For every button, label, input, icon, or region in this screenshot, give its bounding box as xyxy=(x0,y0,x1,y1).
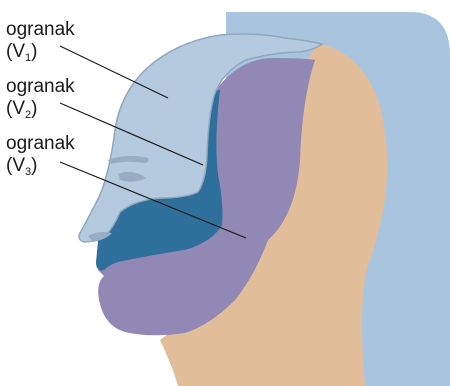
label-v1-name: ogranak xyxy=(6,19,75,41)
label-v1-subscript: 1 xyxy=(25,52,31,64)
label-v3-branch: (V3) xyxy=(6,155,75,183)
label-v3-name: ogranak xyxy=(6,133,75,155)
label-v3: ogranak (V3) xyxy=(6,133,75,183)
label-v2-subscript: 2 xyxy=(25,109,31,121)
label-v2-branch: (V2) xyxy=(6,98,75,126)
label-v3-subscript: 3 xyxy=(25,166,31,178)
label-v1-branch: (V1) xyxy=(6,41,75,69)
label-v2-name: ogranak xyxy=(6,76,75,98)
label-v1: ogranak (V1) xyxy=(6,19,75,69)
label-v2: ogranak (V2) xyxy=(6,76,75,126)
